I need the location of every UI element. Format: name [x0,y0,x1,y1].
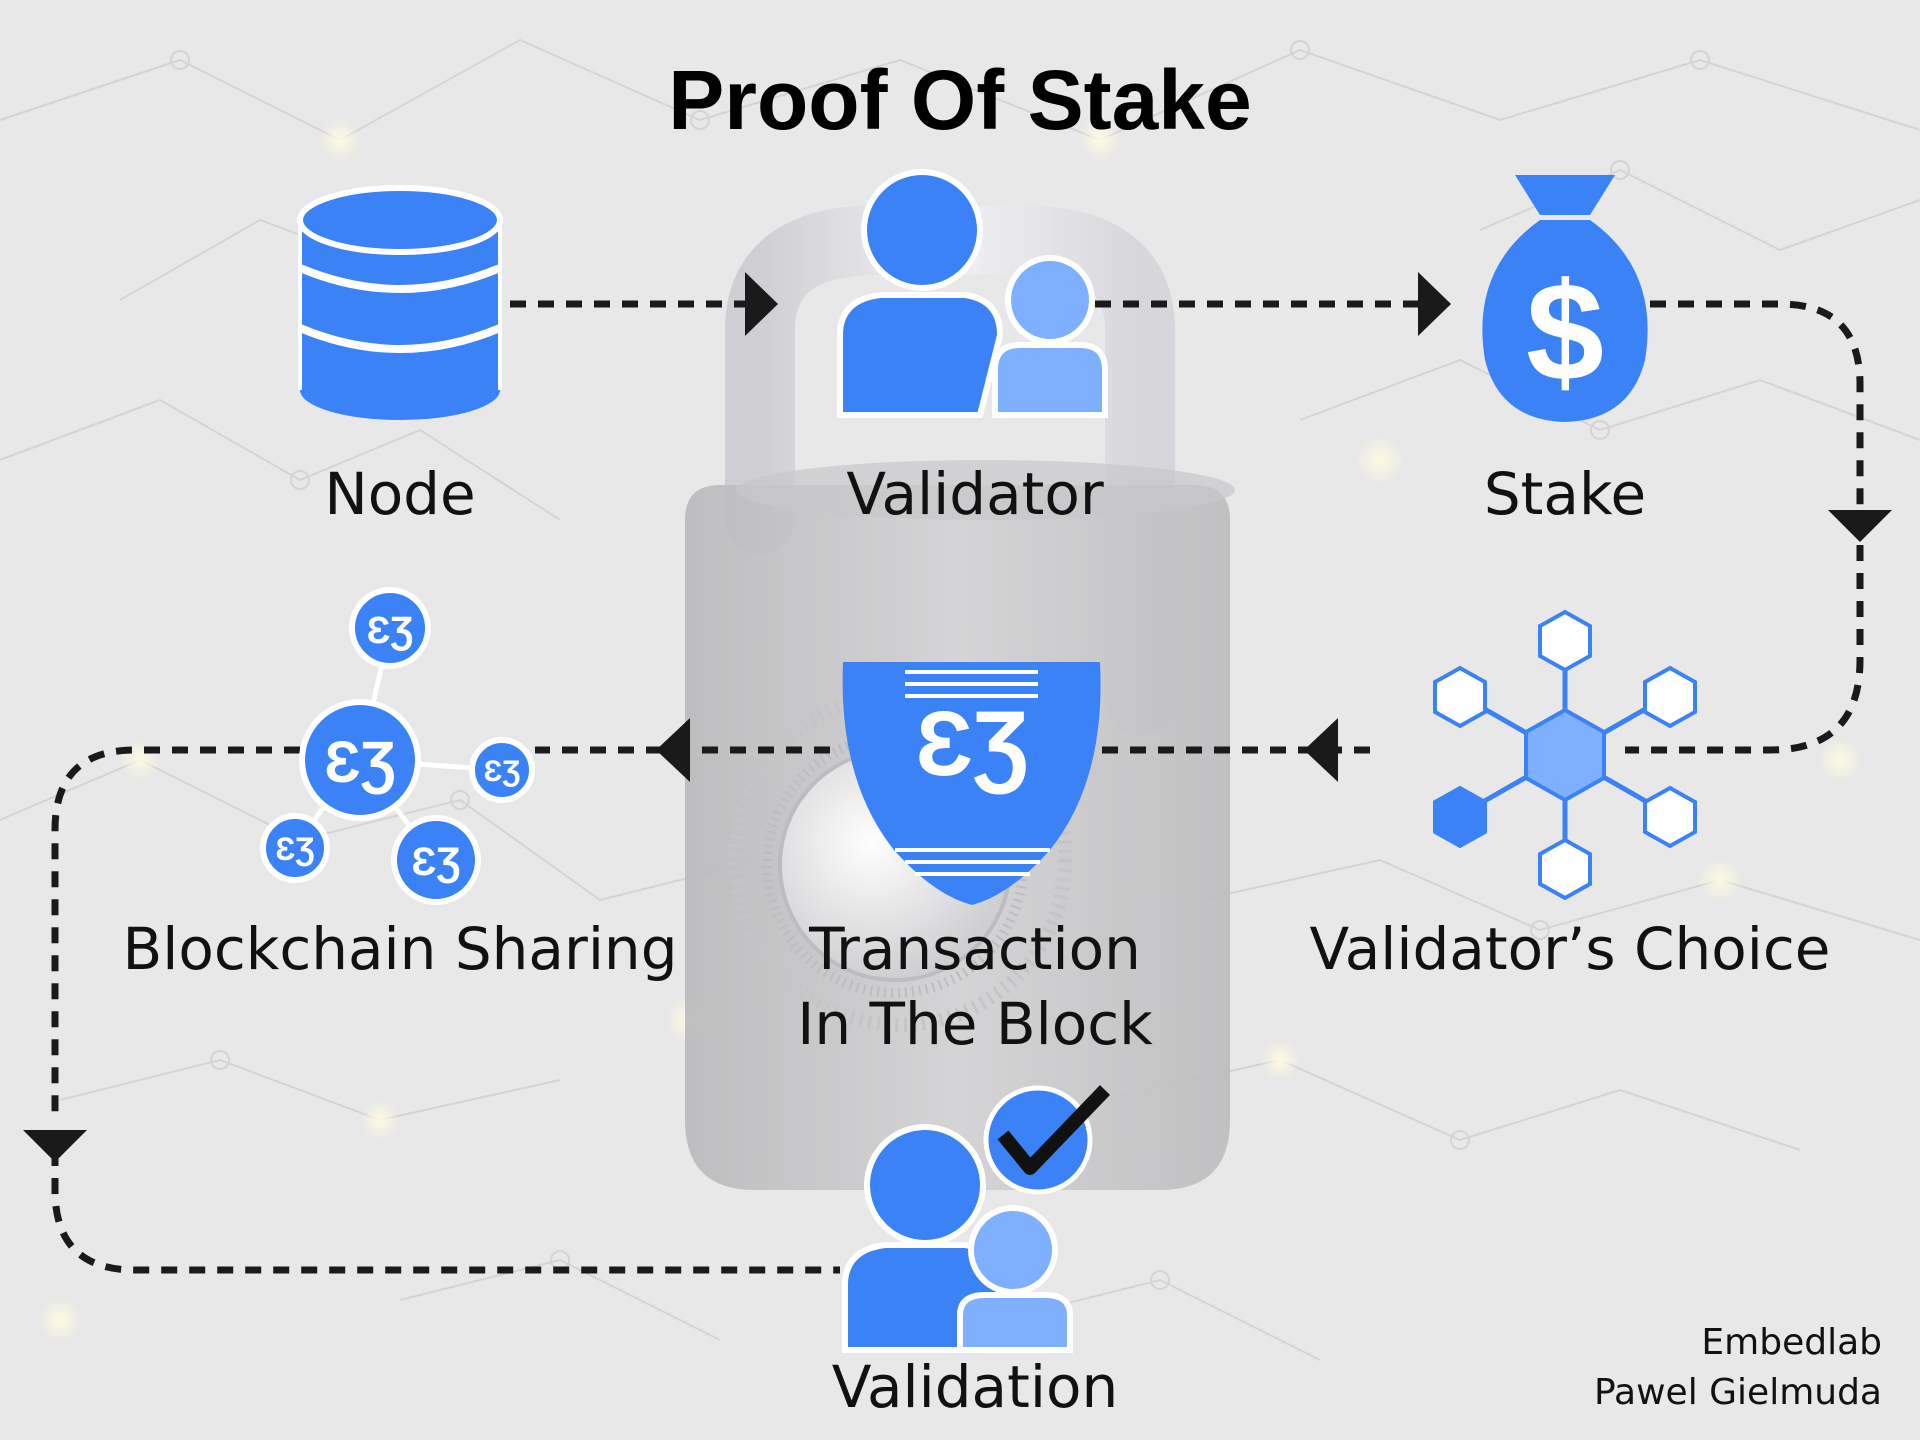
credit-author: Pawel Gielmuda [1593,1372,1882,1413]
arrowhead-right [745,272,778,336]
svg-text:ƐƷ: ƐƷ [366,610,413,652]
label-stake: Stake [1483,460,1647,528]
svg-text:ƐƷ: ƐƷ [915,693,1029,795]
coin-bottom-left [260,813,330,883]
center-hexagon [1524,707,1606,803]
money-bag-icon: $ [1482,175,1648,422]
shield-icon: ƐƷ [842,662,1101,905]
verified-users-icon [842,1085,1111,1353]
label-node: Node [324,460,476,528]
arrowhead-left [1304,718,1338,782]
users-icon [837,169,1108,418]
label-transaction-line2: In The Block [797,990,1153,1058]
hexagon-network-icon [1433,609,1697,901]
svg-text:$: $ [1526,253,1604,410]
arrowhead-left [656,718,690,782]
label-validation: Validation [831,1353,1119,1421]
checkmark-icon [983,1085,1093,1195]
svg-text:ƐƷ: ƐƷ [411,840,461,884]
coin-right [469,737,535,803]
svg-text:ƐƷ: ƐƷ [483,755,520,788]
label-transaction-line1: Transaction [809,915,1141,983]
label-validators-choice: Validator’s Choice [1309,915,1831,983]
svg-text:ƐƷ: ƐƷ [324,730,396,795]
arrow-choice-up [1625,545,1864,754]
coin-top [349,587,431,669]
coin-bottom-right [391,815,481,905]
arrow-sharing-to-validation [51,746,300,1120]
coin-center [299,699,421,821]
label-blockchain-sharing: Blockchain Sharing [122,915,678,983]
credit-company: Embedlab [1701,1322,1882,1363]
diagram-title: Proof Of Stake [668,53,1252,147]
arrowheads [23,272,1892,1162]
label-validator: Validator [846,460,1104,528]
svg-text:ƐƷ: ƐƷ [275,831,315,867]
arrowhead-down [23,1130,87,1162]
arrowhead-down [1828,510,1892,542]
database-icon [297,185,503,420]
arrowhead-right [1418,272,1451,336]
network-nodes-icon: ƐƷ ƐƷ ƐƷ ƐƷ ƐƷ [260,587,535,905]
